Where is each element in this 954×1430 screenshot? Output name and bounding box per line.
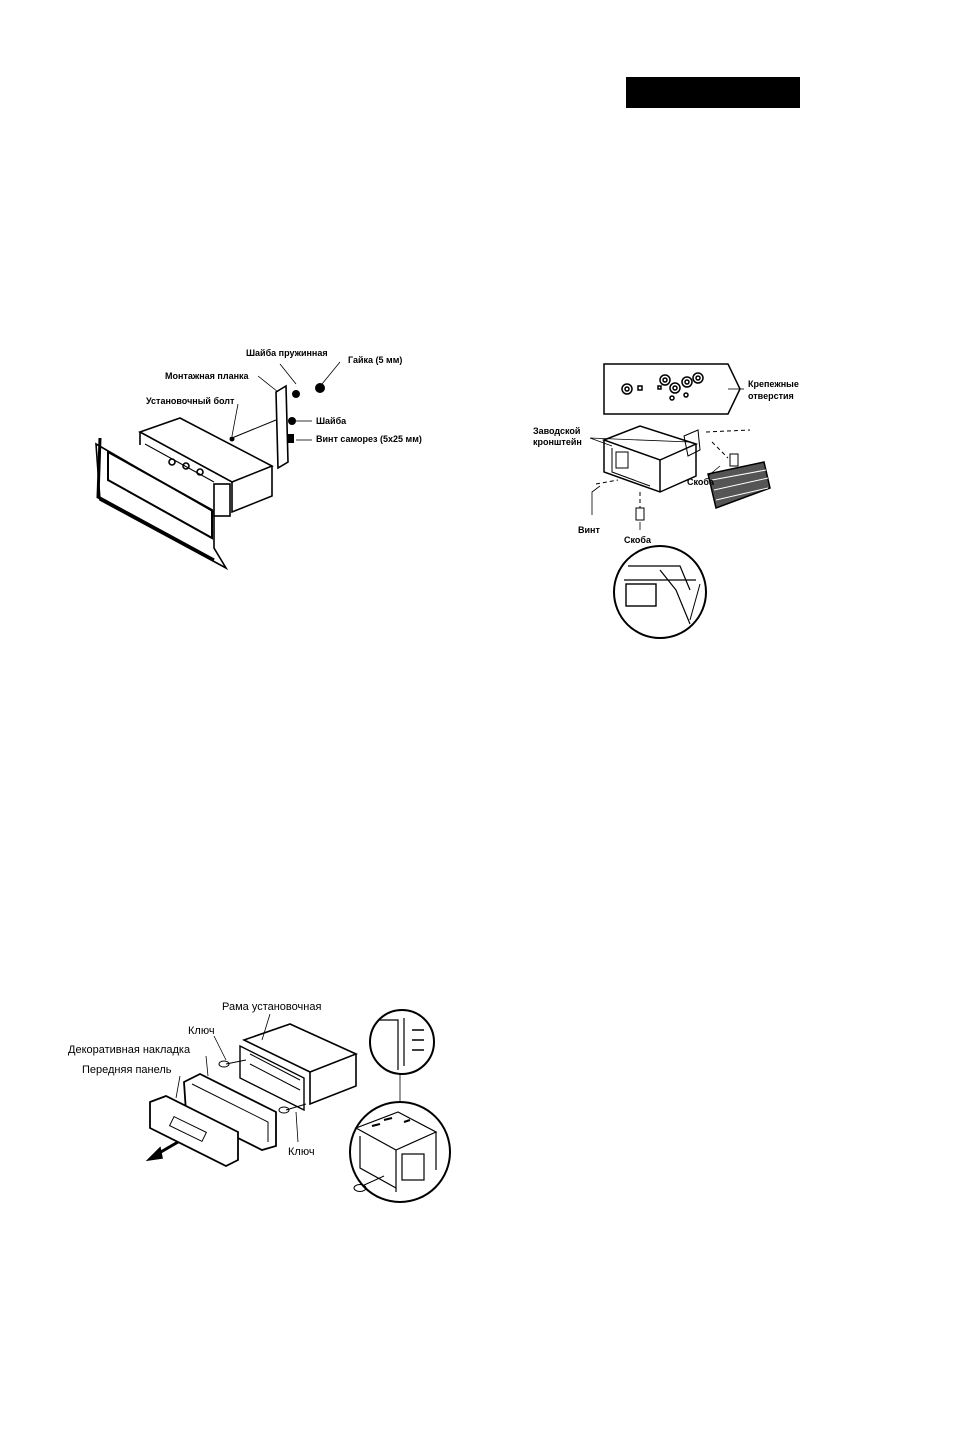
- label-key-bottom: Ключ: [288, 1146, 315, 1159]
- label-trim-plate: Декоративная накладка: [68, 1044, 190, 1057]
- label-sleeve: Рама установочная: [222, 1001, 321, 1014]
- label-front-panel: Передняя панель: [82, 1064, 172, 1077]
- label-key-top: Ключ: [188, 1025, 215, 1038]
